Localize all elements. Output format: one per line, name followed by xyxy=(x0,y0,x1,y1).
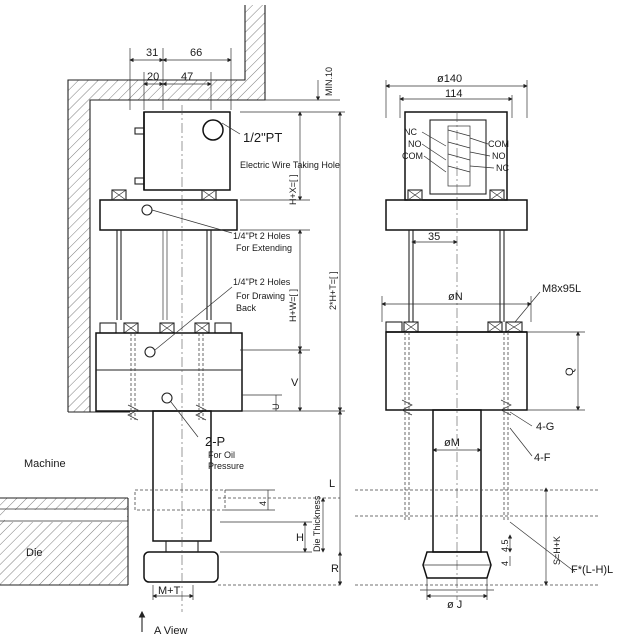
bolt-label: M8x95L xyxy=(542,283,581,295)
dim-shk: S=H+K xyxy=(552,536,562,565)
extend-holes-line-1: 1/4"Pt 2 Holes xyxy=(233,231,291,241)
port-main-label: 1/2"PT xyxy=(243,130,282,145)
dim-f-label: F*(L-H)L xyxy=(571,564,613,576)
extend-hole-circle xyxy=(141,204,153,216)
rod-head xyxy=(143,551,219,583)
oil-port-label: 2-P xyxy=(205,434,225,449)
switch-right-nc: NC xyxy=(496,163,509,173)
wire-hole-label: Electric Wire Taking Hole xyxy=(240,160,340,170)
lower-nuts xyxy=(99,322,232,334)
right-top-plate xyxy=(385,199,528,231)
die-block xyxy=(0,497,340,586)
dim-r: R xyxy=(331,563,339,575)
drawing-hole-circle xyxy=(144,346,156,358)
switch-left-no: NO xyxy=(408,139,422,149)
right-view: NC NO COM COM NO NC ø140 114 35 xyxy=(355,73,613,611)
top-plate xyxy=(99,199,238,231)
dim-47: 47 xyxy=(181,71,193,83)
dim-4-5: 4.5 xyxy=(500,539,510,552)
drawing-holes-line-3: Back xyxy=(236,303,257,313)
drawing-holes-line-2: For Drawing xyxy=(236,291,285,301)
dim-4-left: 4 xyxy=(258,501,268,506)
die-label: Die xyxy=(26,547,43,559)
machine-wall xyxy=(67,5,266,413)
right-lower-cylinder xyxy=(385,331,528,411)
dim-hw: H+W=[ ] xyxy=(288,289,298,322)
switch-left-com: COM xyxy=(402,151,423,161)
dim-hx: H+X=[ ] xyxy=(288,174,298,205)
machine-label: Machine xyxy=(24,458,66,470)
dim-j: ø J xyxy=(447,599,462,611)
dim-u: U xyxy=(271,404,281,411)
dim-140: ø140 xyxy=(437,73,462,85)
hole-f-label: 4-F xyxy=(534,452,551,464)
oil-port-circle xyxy=(161,392,173,404)
switch-right-no: NO xyxy=(492,151,506,161)
dim-q: Q xyxy=(564,367,576,376)
drawing-holes-line-1: 1/4"Pt 2 Holes xyxy=(233,277,291,287)
dim-114: 114 xyxy=(445,88,463,100)
dim-n: øN xyxy=(448,291,463,303)
dim-h: H xyxy=(296,532,304,544)
dim-35: 35 xyxy=(428,231,440,243)
switch-right-com: COM xyxy=(488,139,509,149)
oil-note-line-2: Pressure xyxy=(208,461,244,471)
switch-left-nc: NC xyxy=(404,127,417,137)
dim-v: V xyxy=(291,377,299,389)
oil-note-line-1: For Oil xyxy=(208,450,235,460)
dim-31: 31 xyxy=(146,47,158,59)
dim-m: øM xyxy=(444,437,460,449)
dim-l: L xyxy=(329,478,335,490)
port-main-circle xyxy=(202,119,224,141)
dim-mt: M+T xyxy=(158,585,181,597)
dim-die-thickness: Die Thickness xyxy=(312,495,322,552)
lower-cylinder-body xyxy=(95,332,243,412)
left-view: 31 66 20 47 1/2"PT Electric Wire Taking … xyxy=(0,5,345,637)
a-view-label: A View xyxy=(154,625,187,637)
extend-holes-line-2: For Extending xyxy=(236,243,292,253)
dim-min: MIN.10 xyxy=(324,67,334,96)
dim-total: 2*H+T=[ ] xyxy=(328,271,338,310)
dim-4-right: 4 xyxy=(500,561,510,566)
top-cylinder-body xyxy=(143,111,231,191)
hole-g-label: 4-G xyxy=(536,421,554,433)
dim-20: 20 xyxy=(147,71,159,83)
dim-66: 66 xyxy=(190,47,202,59)
